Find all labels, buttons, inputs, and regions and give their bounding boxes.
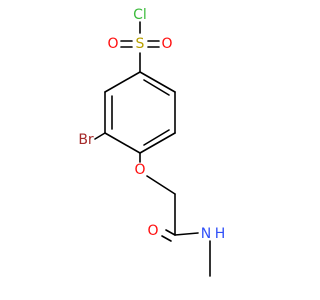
molecule-structure: Cl S O O Br O O N H (78, 7, 226, 277)
bond-ring-c3-c4-inner (143, 129, 170, 146)
bond-carbonyl-c-o-b (161, 235, 172, 242)
atom-o-ether: O (134, 162, 145, 178)
bond-ring-c6-c1 (104, 71, 141, 93)
bond-ring-c1-c2 (139, 71, 176, 93)
bond-ring-c4-c5 (104, 132, 141, 154)
atom-s: S (136, 36, 145, 52)
bond-o-ether-ch2 (146, 175, 176, 195)
atom-o-sulfonyl-left: O (107, 36, 118, 52)
bond-carbonyl-c-n (174, 232, 199, 236)
atom-n: N (201, 226, 211, 242)
bond-carbonyl-c-o-a (165, 229, 176, 236)
atom-br: Br (78, 132, 94, 148)
bond-ring-c1-c2-inner (143, 79, 170, 96)
benzene-ring (104, 71, 176, 154)
atom-o-sulfonyl-right: O (161, 36, 172, 52)
bond-c5-br (94, 132, 106, 140)
atom-o-carbonyl: O (147, 223, 158, 239)
atom-cl: Cl (133, 7, 147, 23)
bond-ring-c3-c4 (139, 132, 176, 154)
atom-h: H (215, 226, 226, 242)
